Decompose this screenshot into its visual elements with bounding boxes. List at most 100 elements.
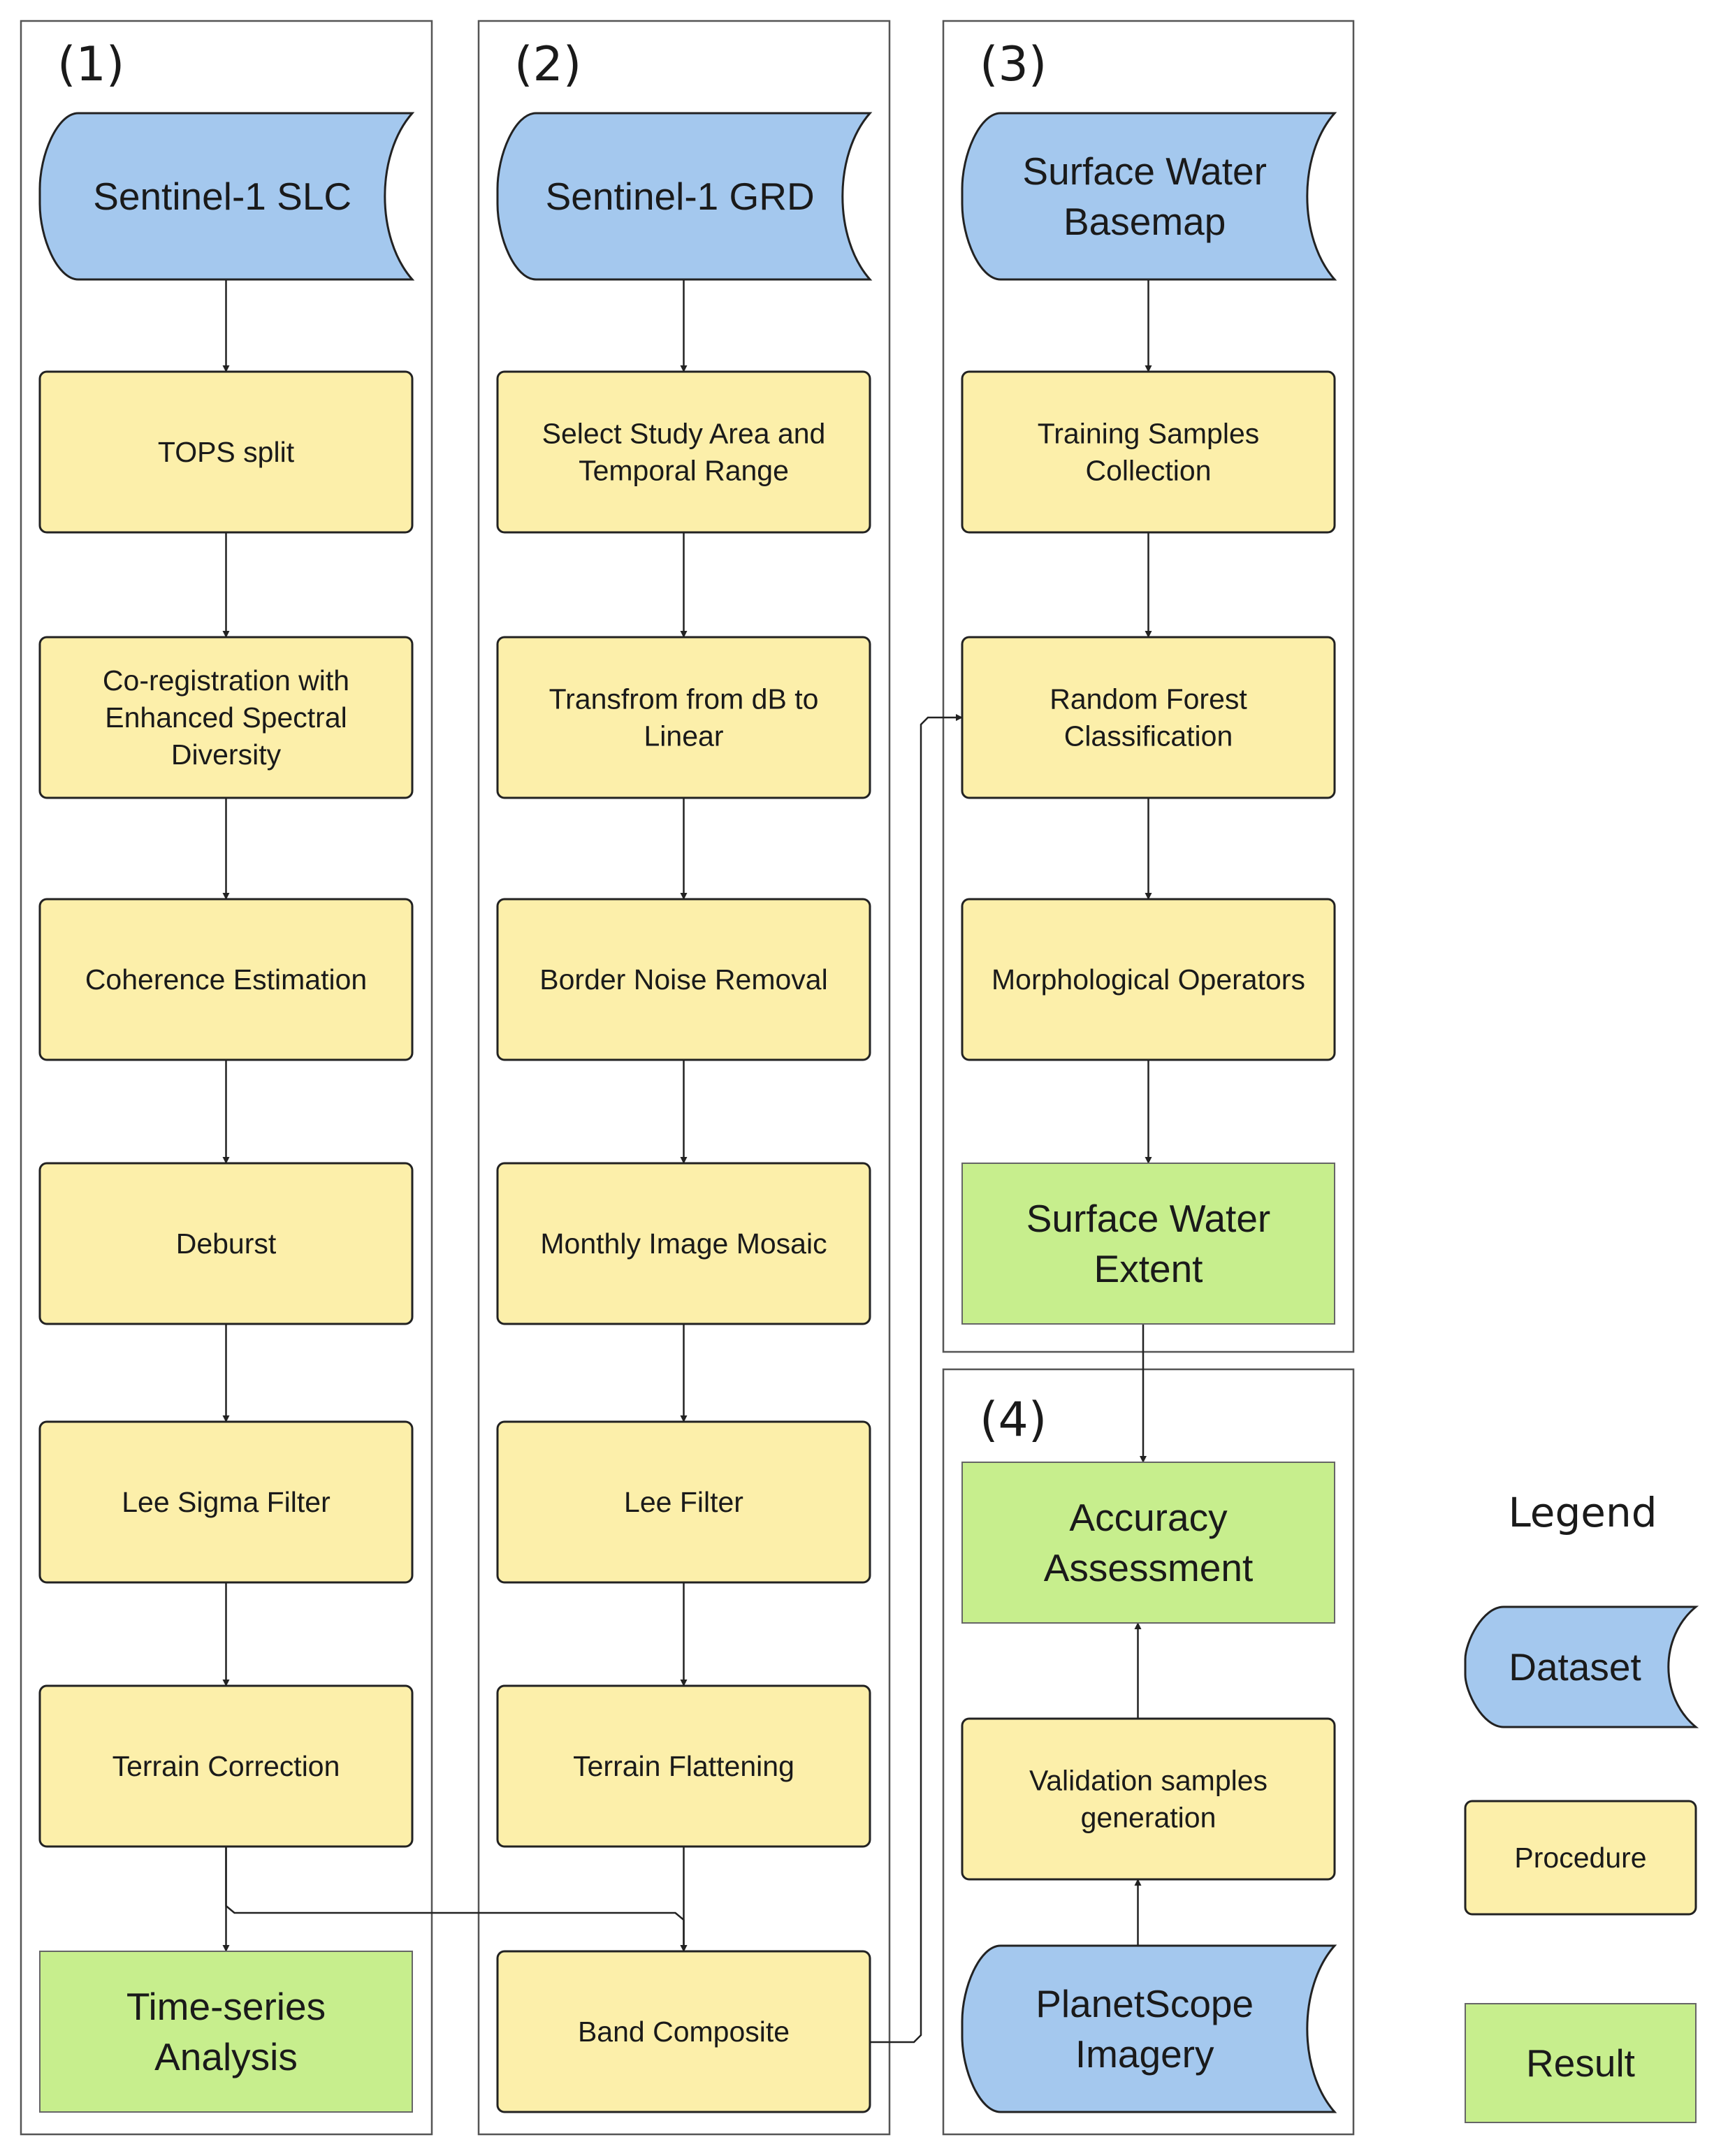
- coherence-node-shape: [38, 898, 414, 1061]
- legend-title: Legend: [1508, 1489, 1657, 1536]
- panel-p2-label: (2): [514, 37, 581, 92]
- accuracy-node-label: Assessment: [1044, 1546, 1254, 1589]
- s1-grd-node: Sentinel-1 GRD: [496, 112, 873, 281]
- select-area-node-label: Select Study Area and: [542, 418, 826, 450]
- timeseries-node-label: Time-series: [126, 1985, 326, 2028]
- terrain-corr-node-shape: [38, 1684, 414, 1848]
- sw-basemap-node-label: Surface Water: [1022, 150, 1266, 193]
- legend-procedure-shape: [1464, 1800, 1697, 1916]
- coreg-node-label: Enhanced Spectral: [105, 701, 347, 734]
- validation-node-shape: [961, 1717, 1336, 1881]
- panel-p4-label: (4): [980, 1392, 1047, 1448]
- border-noise-node-shape: [496, 898, 871, 1061]
- lee-sigma-node-label: Lee Sigma Filter: [122, 1486, 331, 1518]
- planetscope-node-label: PlanetScope: [1036, 1982, 1254, 2025]
- lee-filter-node-label: Lee Filter: [624, 1486, 743, 1518]
- validation-node-label: Validation samples: [1029, 1765, 1268, 1797]
- panel-p4-frame: [942, 1368, 1355, 2136]
- legend-dataset-shape: [1464, 1605, 1699, 1728]
- s1-slc-node-shape: [38, 112, 415, 281]
- training-node-label: Collection: [1085, 455, 1211, 487]
- s1-grd-node-label: Sentinel-1 GRD: [546, 175, 815, 218]
- panel-p3-frame: [942, 20, 1355, 1353]
- sw-basemap-node-label: Basemap: [1063, 200, 1226, 243]
- terrain-flat-node-label: Terrain Flattening: [573, 1750, 794, 1782]
- coreg-node-label: Diversity: [171, 738, 282, 771]
- edge-band-composite-to-rf-class: [870, 714, 963, 2044]
- lee-filter-node-shape: [496, 1420, 871, 1584]
- lee-filter-node: Lee Filter: [496, 1420, 871, 1584]
- edge-terrain-corr-to-band-composite: [225, 1847, 688, 1952]
- rf-class-node-label: Classification: [1064, 720, 1233, 752]
- sw-basemap-node-shape: [961, 112, 1337, 281]
- terrain-corr-node: Terrain Correction: [38, 1684, 414, 1848]
- select-area-node-shape: [496, 370, 871, 534]
- morph-node: Morphological Operators: [961, 898, 1336, 1061]
- deburst-node-label: Deburst: [176, 1228, 277, 1260]
- terrain-corr-node-label: Terrain Correction: [112, 1750, 340, 1782]
- accuracy-node-label: Accuracy: [1069, 1496, 1228, 1539]
- training-node-label: Training Samples: [1038, 418, 1260, 450]
- legend-dataset-label: Dataset: [1509, 1645, 1641, 1689]
- border-noise-node: Border Noise Removal: [496, 898, 871, 1061]
- legend-result-shape: [1465, 2003, 1697, 2123]
- timeseries-node-label: Analysis: [154, 2035, 298, 2078]
- db-linear-node-label: Linear: [644, 720, 724, 752]
- lee-sigma-node: Lee Sigma Filter: [38, 1420, 414, 1584]
- rf-class-node-shape: [961, 636, 1336, 799]
- legend-result-label: Result: [1526, 2041, 1635, 2085]
- s1-slc-node-label: Sentinel-1 SLC: [93, 175, 351, 218]
- terrain-flat-node: Terrain Flattening: [496, 1684, 871, 1848]
- band-composite-node: Band Composite: [496, 1950, 871, 2113]
- monthly-mosaic-node: Monthly Image Mosaic: [496, 1162, 871, 1325]
- s1-slc-node: Sentinel-1 SLC: [38, 112, 415, 281]
- panel-p2-frame: [477, 20, 891, 2136]
- coherence-node: Coherence Estimation: [38, 898, 414, 1061]
- border-noise-node-label: Border Noise Removal: [539, 963, 827, 996]
- deburst-node: Deburst: [38, 1162, 414, 1325]
- panel-p1-label: (1): [57, 37, 124, 92]
- training-node-shape: [961, 370, 1336, 534]
- sw-extent-node-shape: [961, 1163, 1335, 1325]
- accuracy-node-shape: [961, 1462, 1335, 1624]
- legend-dataset-item: Dataset: [1464, 1605, 1699, 1728]
- legend-result-item: Result: [1465, 2003, 1697, 2123]
- validation-node-label: generation: [1081, 1802, 1216, 1834]
- panel-p1-frame: [20, 20, 433, 2136]
- select-area-node-label: Temporal Range: [579, 455, 789, 487]
- planetscope-node-label: Imagery: [1075, 2032, 1214, 2076]
- band-composite-node-shape: [496, 1950, 871, 2113]
- morph-node-label: Morphological Operators: [992, 963, 1305, 996]
- morph-node-shape: [961, 898, 1336, 1061]
- sw-extent-node-label: Surface Water: [1026, 1197, 1270, 1240]
- coreg-node-shape: [38, 636, 414, 799]
- sw-extent-node-label: Extent: [1094, 1247, 1203, 1290]
- planetscope-node-shape: [961, 1944, 1337, 2113]
- panel-p3-label: (3): [980, 37, 1047, 92]
- monthly-mosaic-node-label: Monthly Image Mosaic: [540, 1228, 827, 1260]
- deburst-node-shape: [38, 1162, 414, 1325]
- coreg-node-label: Co-registration with: [103, 664, 349, 697]
- band-composite-node-label: Band Composite: [578, 2016, 790, 2048]
- tops-split-node-shape: [38, 370, 414, 534]
- db-linear-node: Transfrom from dB to Linear: [496, 636, 871, 799]
- coherence-node-label: Coherence Estimation: [85, 963, 367, 996]
- legend-procedure-item: Procedure: [1464, 1800, 1697, 1916]
- s1-grd-node-shape: [496, 112, 873, 281]
- lee-sigma-node-shape: [38, 1420, 414, 1584]
- db-linear-node-label: Transfrom from dB to: [549, 683, 819, 715]
- rf-class-node-label: Random Forest: [1050, 683, 1247, 715]
- tops-split-node: TOPS split: [38, 370, 414, 534]
- timeseries-node-shape: [39, 1951, 413, 2113]
- monthly-mosaic-node-shape: [496, 1162, 871, 1325]
